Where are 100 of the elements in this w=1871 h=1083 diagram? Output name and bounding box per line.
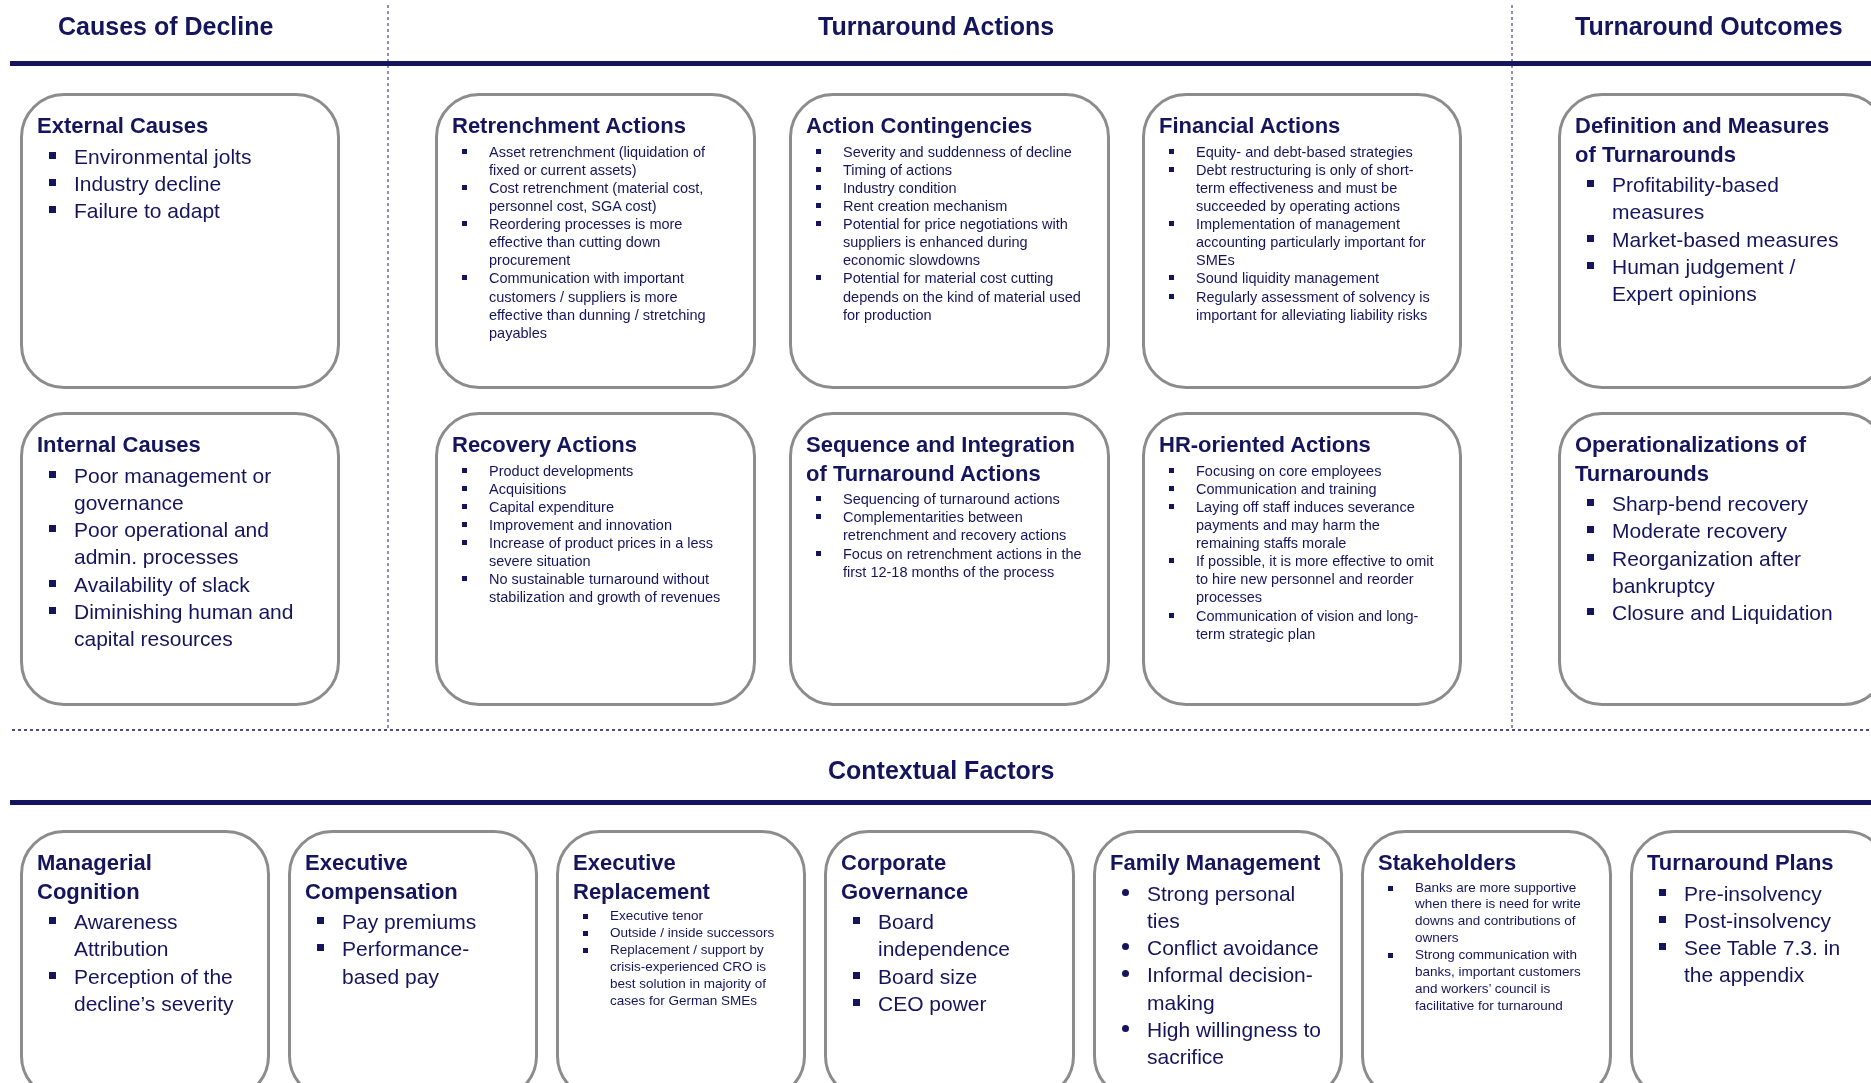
bullet-text: Communication and training bbox=[1196, 479, 1377, 498]
content-card bbox=[1142, 412, 1462, 706]
section-heading: Turnaround Actions bbox=[818, 12, 1055, 41]
card-heading: Corporate Governance bbox=[841, 849, 970, 906]
card-heading: External Causes bbox=[37, 112, 210, 140]
bullet-text: Potential for price negotiations with suppliers is enhanced during economic slowdowns bbox=[843, 215, 1069, 270]
card-heading: Operationalizations of Turnarounds bbox=[1575, 431, 1808, 488]
bullet-text: Awareness Attribution bbox=[74, 909, 179, 963]
bullet-text: Debt restructuring is only of short-term effectiveness and must be succeeded by operating actions bbox=[1196, 160, 1415, 216]
card-heading: Family Management bbox=[1110, 849, 1322, 877]
content-card bbox=[824, 830, 1075, 1083]
bullet-text: Informal decision-making bbox=[1147, 962, 1314, 1016]
bullet-text: Moderate recovery bbox=[1612, 518, 1788, 545]
bullet-text: Focusing on core employees bbox=[1196, 461, 1382, 480]
bullet-text: Outside / inside successors bbox=[610, 925, 775, 942]
card-heading: Action Contingencies bbox=[806, 112, 1034, 140]
content-card bbox=[1558, 412, 1871, 706]
card-heading: Executive Compensation bbox=[305, 849, 459, 906]
card-heading: Financial Actions bbox=[1159, 112, 1342, 140]
bullet-text: Sequencing of turnaround actions bbox=[843, 490, 1060, 509]
bullet-text: Asset retrenchment (liquidation of fixed or current assets) bbox=[489, 142, 706, 179]
bullet-text: Capital expenditure bbox=[489, 497, 614, 516]
bullet-text: Conflict avoidance bbox=[1147, 935, 1319, 962]
bullet-text: Cost retrenchment (material cost, personnel cost, SGA cost) bbox=[489, 178, 705, 216]
content-card bbox=[435, 412, 756, 706]
card-heading: HR-oriented Actions bbox=[1159, 431, 1372, 459]
bullet-text: See Table 7.3. in the appendix bbox=[1684, 935, 1842, 989]
card-heading: Sequence and Integration of Turnaround Actions bbox=[806, 431, 1076, 488]
bullet-text: Banks are more supportive when there is need for write downs and contributions of owners bbox=[1415, 879, 1582, 948]
bullet-text: Acquisitions bbox=[489, 479, 567, 498]
bullet-text: Environmental jolts bbox=[74, 143, 252, 170]
bullet-text: High willingness to sacrifice bbox=[1147, 1017, 1322, 1071]
bullet-text: Improvement and innovation bbox=[489, 515, 672, 535]
bullet-text: Availability of slack bbox=[74, 571, 250, 598]
bullet-text: Potential for material cost cutting depends on the kind of material used for production bbox=[843, 269, 1082, 324]
bullet-text: Sharp-bend recovery bbox=[1612, 491, 1809, 518]
card-heading: Managerial Cognition bbox=[37, 849, 153, 906]
bullet-text: Sound liquidity management bbox=[1196, 269, 1379, 288]
bullet-text: Strong personal ties bbox=[1147, 880, 1297, 934]
bullet-text: Executive tenor bbox=[610, 908, 704, 926]
content-card bbox=[1361, 830, 1612, 1083]
content-card bbox=[556, 830, 806, 1083]
content-card bbox=[288, 830, 538, 1083]
bullet-text: Rent creation mechanism bbox=[843, 196, 1008, 216]
bullet-text: Closure and Liquidation bbox=[1612, 600, 1833, 627]
card-heading: Internal Causes bbox=[37, 431, 202, 459]
bullet-text: CEO power bbox=[878, 991, 987, 1018]
content-card bbox=[20, 412, 340, 706]
bullet-text: Implementation of management accounting particularly important for SMEs bbox=[1196, 215, 1427, 270]
section-heading: Causes of Decline bbox=[58, 12, 274, 41]
card-heading: Retrenchment Actions bbox=[452, 112, 687, 140]
bullet-text: Failure to adapt bbox=[74, 198, 220, 225]
bullet-text: Equity- and debt-based strategies bbox=[1196, 142, 1413, 161]
content-card bbox=[20, 93, 340, 389]
bullet-text: Reorganization after bankruptcy bbox=[1612, 545, 1803, 600]
bullet-text: Communication of vision and long-term strategic plan bbox=[1196, 606, 1420, 643]
bullet-text: Performance-based pay bbox=[342, 936, 471, 990]
bullet-text: Post-insolvency bbox=[1684, 907, 1832, 934]
content-card bbox=[1558, 93, 1871, 389]
bullet-text: Focus on retrenchment actions in the first 12-18 months of the process bbox=[843, 544, 1083, 581]
card-heading: Turnaround Plans bbox=[1647, 849, 1835, 877]
bullet-text: Industry decline bbox=[74, 170, 222, 197]
bullet-text: Perception of the decline’s severity bbox=[74, 963, 235, 1018]
bullet-text: Diminishing human and capital resources bbox=[74, 599, 295, 653]
bullet-text: Board independence bbox=[878, 909, 1011, 963]
bullet-text: Communication with important customers / suppliers is more effective than dunning / stretching payables bbox=[489, 269, 707, 342]
content-card bbox=[789, 412, 1110, 706]
card-heading: Definition and Measures of Turnarounds bbox=[1575, 112, 1831, 169]
bullet-text: Poor management or governance bbox=[74, 462, 273, 516]
content-card bbox=[435, 93, 756, 389]
bullet-text: No sustainable turnaround without stabilization and growth of revenues bbox=[489, 570, 722, 607]
bullet-text: Profitability-based measures bbox=[1612, 172, 1780, 226]
section-heading: Contextual Factors bbox=[828, 756, 1055, 785]
bullet-text: Pre-insolvency bbox=[1684, 880, 1822, 907]
bullet-text: Strong communication with banks, important customers and workers’ council is facilitative for turnaround bbox=[1415, 947, 1582, 1015]
card-heading: Recovery Actions bbox=[452, 431, 639, 459]
content-card bbox=[20, 830, 270, 1083]
bullet-text: Severity and suddenness of decline bbox=[843, 142, 1072, 161]
bullet-text: Human judgement / Expert opinions bbox=[1612, 254, 1797, 308]
card-heading: Executive Replacement bbox=[573, 849, 711, 906]
bullet-text: Board size bbox=[878, 963, 978, 990]
content-card bbox=[1093, 830, 1343, 1083]
content-card bbox=[789, 93, 1110, 389]
bullet-text: Pay premiums bbox=[342, 909, 477, 936]
bullet-text: Poor operational and admin. processes bbox=[74, 517, 270, 571]
bullet-text: Complementarities between retrenchment and recovery actions bbox=[843, 508, 1068, 545]
bullet-text: Regularly assessment of solvency is important for alleviating liability risks bbox=[1196, 287, 1431, 324]
card-heading: Stakeholders bbox=[1378, 849, 1518, 877]
bullet-text: Timing of actions bbox=[843, 160, 953, 179]
bullet-text: Increase of product prices in a less severe situation bbox=[489, 534, 715, 571]
bullet-text: Laying off staff induces severance payments and may harm the remaining staffs morale bbox=[1196, 497, 1416, 553]
bullet-text: Market-based measures bbox=[1612, 226, 1839, 253]
bullet-text: Replacement / support by crisis-experienced CRO is best solution in majority of cases for German SMEs bbox=[610, 941, 768, 1010]
bullet-text: Product developments bbox=[489, 461, 634, 480]
bullet-text: Reordering processes is more effective than cutting down procurement bbox=[489, 215, 684, 270]
bullet-text: If possible, it is more effective to omit to hire new personnel and reorder processes bbox=[1196, 552, 1435, 607]
bullet-text: Industry condition bbox=[843, 178, 957, 197]
content-card bbox=[1630, 830, 1871, 1083]
section-heading: Turnaround Outcomes bbox=[1575, 12, 1843, 41]
content-card bbox=[1142, 93, 1462, 389]
